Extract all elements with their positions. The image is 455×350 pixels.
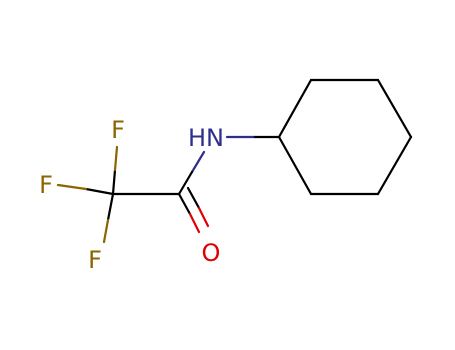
ring-bond (277, 135, 313, 196)
oxygen-label: O (202, 239, 221, 267)
cf-bond-bottom (102, 192, 115, 244)
fluorine-label-top: F (111, 116, 125, 144)
cf-bond-left (56, 183, 115, 196)
ring-bond (277, 78, 313, 139)
ring-bond (376, 135, 413, 196)
ring-bond (376, 78, 413, 139)
nitrogen-label: HN (188, 124, 224, 152)
fluorine-label-left: F (39, 171, 53, 199)
carbonyl-double-bond (177, 186, 210, 234)
cf-bond-top (111, 145, 119, 196)
fluorine-label-bottom: F (88, 246, 102, 274)
n-carbonyl-bond (177, 150, 206, 196)
cyclohexane-ring (277, 78, 413, 196)
